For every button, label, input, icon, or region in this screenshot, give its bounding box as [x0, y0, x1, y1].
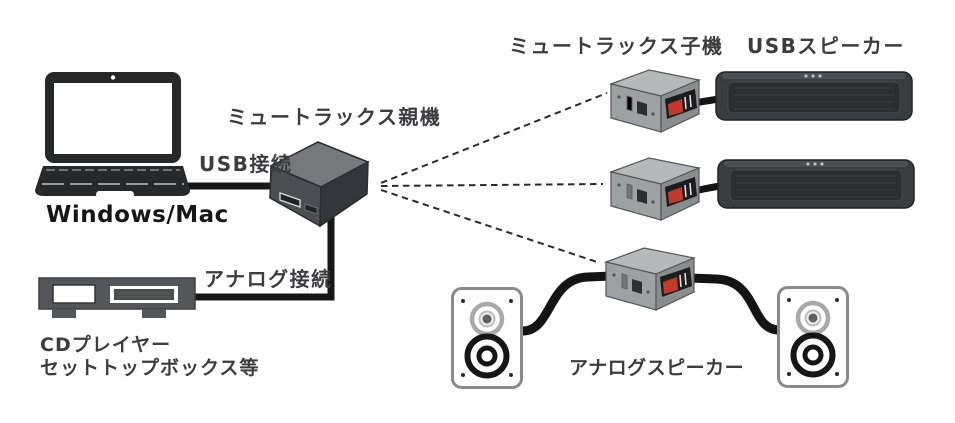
led-hole: [617, 95, 621, 99]
grille-mesh: [734, 87, 894, 110]
parent-unit-aux-port: [304, 203, 318, 215]
child-unit-slot: [621, 273, 628, 290]
computer-label: Windows/Mac: [46, 202, 229, 228]
screw-hole: [646, 290, 650, 294]
screw-hole: [651, 112, 655, 116]
terminal-stripes: [679, 272, 687, 288]
analog-speaker-cable-right: [685, 273, 784, 335]
child-unit-label: ミュートラックス子機: [509, 34, 724, 58]
analog-connection-label: アナログ接続: [204, 267, 333, 291]
speaker-top-buttons: [813, 162, 817, 166]
screw-icon: [461, 299, 465, 303]
terminal-stripes: [684, 94, 692, 110]
screw-icon: [509, 373, 513, 377]
speaker-top-buttons: [818, 74, 822, 78]
woofer-cap: [476, 345, 498, 367]
led-hole: [612, 273, 616, 277]
screw-hole: [651, 200, 655, 204]
cd-player-foot: [142, 309, 166, 318]
screw-icon: [835, 298, 839, 302]
analog-speaker-graphic-left: [451, 287, 523, 389]
wireless-link-bottom: [380, 189, 601, 264]
child-unit-graphic-2: [608, 157, 702, 221]
analog-speaker-cable-left: [518, 271, 617, 336]
screw-icon: [787, 372, 791, 376]
child-unit-slot: [626, 95, 633, 112]
screw-icon: [787, 298, 791, 302]
source-device-label-line1: CDプレイヤー: [40, 334, 172, 356]
child-unit-usb-port: [632, 279, 642, 294]
woofer-cap: [802, 344, 824, 366]
analog-speaker-label: アナログスピーカー: [569, 357, 745, 379]
laptop-notch: [96, 191, 134, 198]
speaker-top-buttons: [806, 162, 810, 166]
parent-unit-usb-port: [279, 192, 301, 208]
speaker-grille: [729, 169, 903, 202]
usb-speaker-graphic-2: [717, 159, 915, 209]
grille-mesh: [736, 175, 896, 198]
parent-unit-label: ミュートラックス親機: [227, 105, 442, 129]
usb-speaker-label: USBスピーカー: [747, 34, 905, 58]
screw-icon: [835, 372, 839, 376]
analog-cable: [190, 208, 335, 301]
child-unit-usb-port: [637, 101, 647, 116]
laptop-graphic: [35, 72, 190, 198]
analog-speaker-graphic-right: [777, 286, 849, 388]
cd-tray-lines: [116, 292, 172, 298]
usb-connection-label: USB接続: [199, 152, 293, 176]
speaker-top-buttons: [804, 74, 808, 78]
screw-icon: [461, 373, 465, 377]
speaker-grille: [727, 81, 901, 114]
led-hole: [617, 183, 621, 187]
cd-player-foot: [52, 309, 76, 318]
cd-player-display: [52, 284, 96, 304]
child-unit-graphic-1: [608, 69, 702, 133]
screw-icon: [509, 299, 513, 303]
laptop-base: [35, 166, 190, 196]
tweeter-dome: [808, 313, 818, 323]
wireless-link-top: [380, 92, 608, 184]
terminal-red: [663, 277, 678, 294]
laptop-screen: [54, 83, 172, 154]
terminal-red: [668, 187, 683, 204]
source-device-label: CDプレイヤー セットトップボックス等: [40, 334, 259, 380]
webcam-icon: [110, 75, 116, 80]
terminal-red: [668, 99, 683, 116]
cd-tray: [114, 289, 174, 300]
source-device-label-line2: セットトップボックス等: [40, 357, 260, 379]
terminal-stripes: [684, 182, 692, 198]
cd-player-graphic: [38, 277, 196, 318]
parent-unit-side-face: [319, 160, 369, 228]
tweeter-dome: [482, 314, 492, 324]
child-unit-graphic-3: [603, 247, 697, 311]
speaker-top-buttons: [811, 74, 815, 78]
child-unit-slot: [626, 183, 633, 200]
wireless-link-middle: [380, 183, 604, 187]
child-unit-usb-port: [637, 189, 647, 204]
usb-speaker-graphic-1: [715, 71, 913, 121]
speaker-top-buttons: [820, 162, 824, 166]
parent-unit-graphic: [269, 141, 370, 228]
